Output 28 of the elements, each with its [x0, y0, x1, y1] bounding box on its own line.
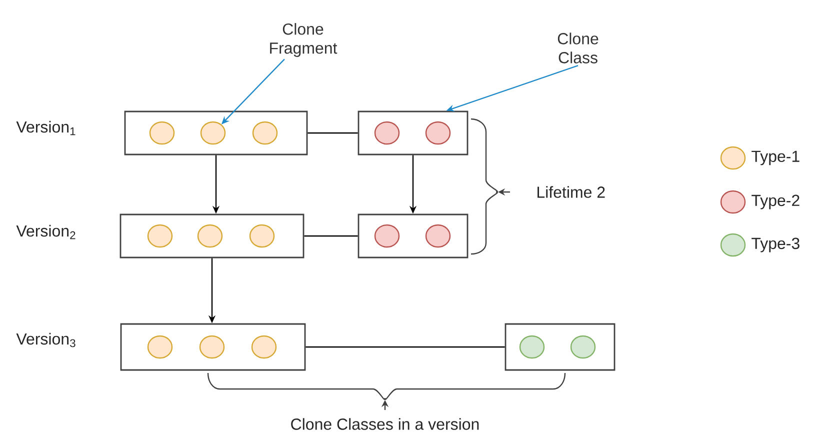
clone-circle	[199, 335, 225, 359]
clone-circle	[570, 335, 596, 359]
brace-label: Lifetime 2	[538, 186, 605, 198]
clone-circle	[519, 335, 545, 359]
clone-circle	[374, 121, 400, 145]
callout-text: Clone Fragment	[270, 23, 338, 57]
clone-circle	[197, 224, 223, 248]
clone-circle	[149, 121, 175, 145]
version-label: Version$_{1}$	[16, 120, 76, 136]
legend-label: Type-2	[752, 194, 800, 210]
brace-label: Clone Classes in a version	[291, 418, 479, 430]
legend-label: Type-1	[752, 150, 800, 166]
clone-circle	[200, 121, 226, 145]
clone-circle	[147, 335, 173, 359]
version-label: Version$_{3}$	[16, 332, 76, 348]
clone-circle	[147, 224, 173, 248]
clone-circle	[249, 224, 275, 248]
clone-circle	[251, 335, 277, 359]
clone-circle	[374, 224, 400, 248]
clone-circle	[425, 224, 451, 248]
clone-circle	[425, 121, 451, 145]
clone-circle	[252, 121, 278, 145]
connector-line	[308, 132, 358, 134]
version-label: Version$_{2}$	[16, 224, 76, 240]
connector-line	[304, 235, 358, 237]
legend-label: Type-3	[752, 238, 800, 252]
connector-line	[306, 346, 505, 348]
callout-text: Clone Class	[558, 32, 598, 64]
